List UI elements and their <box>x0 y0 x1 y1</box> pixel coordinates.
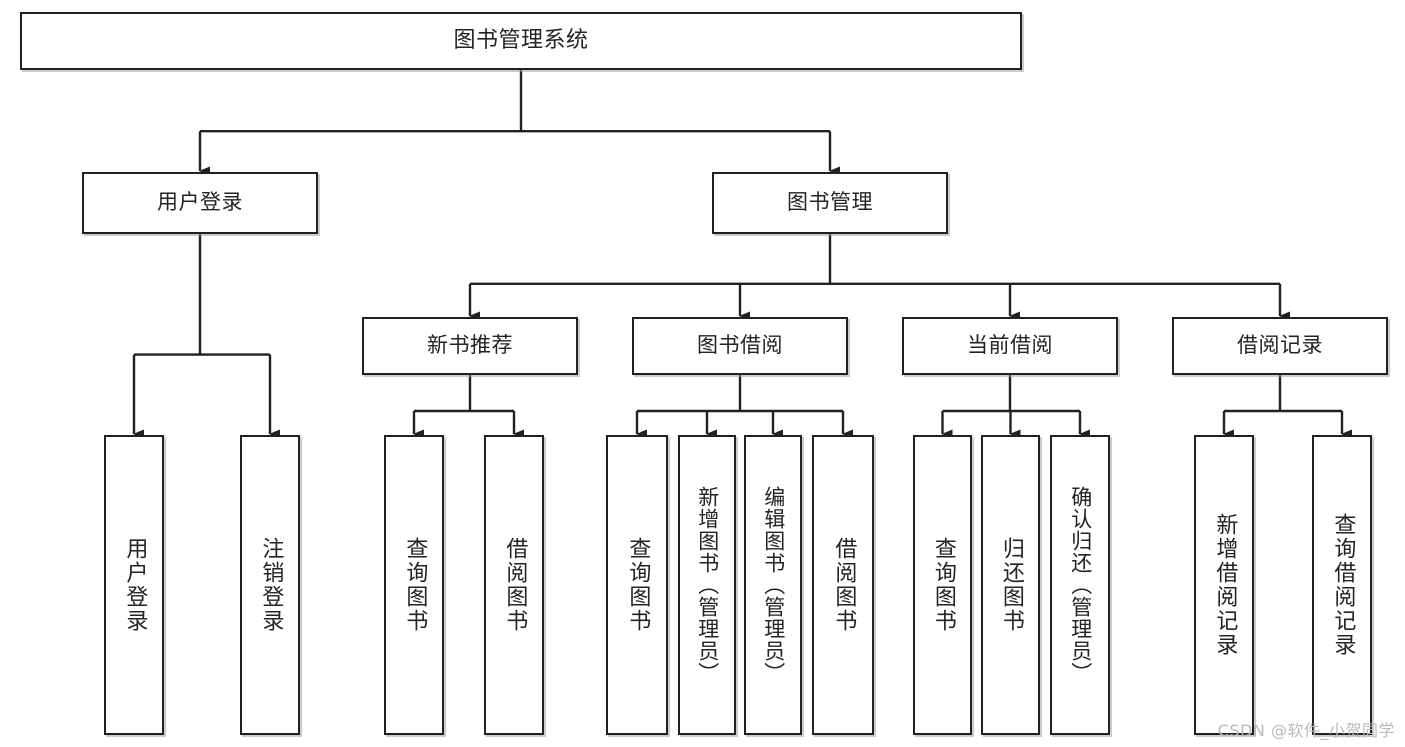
node-leaf-edit-book[interactable]: 编辑图书（管理员） <box>744 435 802 735</box>
node-label: 借阅记录 <box>1237 333 1323 358</box>
node-label: 用户登录 <box>122 537 148 633</box>
node-leaf-add-book[interactable]: 新增图书（管理员） <box>678 435 736 735</box>
node-label: 当前借阅 <box>967 333 1053 358</box>
node-label: 用户登录 <box>157 190 243 215</box>
node-label: 确认归还（管理员） <box>1068 486 1093 684</box>
node-user-login[interactable]: 用户登录 <box>82 172 318 234</box>
node-label: 图书管理 <box>787 190 873 215</box>
node-label: 编辑图书（管理员） <box>761 486 786 684</box>
node-label: 借阅图书 <box>502 537 528 633</box>
node-book-borrow[interactable]: 图书借阅 <box>632 317 848 375</box>
node-current-borrow[interactable]: 当前借阅 <box>902 317 1118 375</box>
node-leaf-query-book-2[interactable]: 查询图书 <box>606 435 668 735</box>
node-leaf-confirm-return[interactable]: 确认归还（管理员） <box>1050 435 1110 735</box>
node-new-book-rec[interactable]: 新书推荐 <box>362 317 578 375</box>
node-leaf-user-login[interactable]: 用户登录 <box>104 435 164 735</box>
node-leaf-query-book-3[interactable]: 查询图书 <box>913 435 972 735</box>
node-label: 新书推荐 <box>427 333 513 358</box>
node-label: 借阅图书 <box>831 537 857 633</box>
node-root[interactable]: 图书管理系统 <box>20 12 1022 70</box>
node-label: 图书管理系统 <box>453 27 589 53</box>
node-leaf-query-record[interactable]: 查询借阅记录 <box>1312 435 1372 735</box>
node-label: 查询借阅记录 <box>1330 513 1356 657</box>
node-label: 归还图书 <box>998 537 1024 633</box>
node-label: 注销登录 <box>258 537 284 633</box>
node-label: 查询图书 <box>625 537 651 633</box>
node-label: 查询图书 <box>930 537 956 633</box>
node-label: 查询图书 <box>402 537 428 633</box>
node-leaf-borrow-book-1[interactable]: 借阅图书 <box>484 435 544 735</box>
node-leaf-query-book-1[interactable]: 查询图书 <box>384 435 444 735</box>
node-label: 新增借阅记录 <box>1212 513 1238 657</box>
node-label: 新增图书（管理员） <box>695 486 720 684</box>
watermark-text: CSDN @软件_小贺同学 <box>1217 721 1395 740</box>
node-book-manage[interactable]: 图书管理 <box>712 172 948 234</box>
node-leaf-add-record[interactable]: 新增借阅记录 <box>1194 435 1254 735</box>
node-label: 图书借阅 <box>697 333 783 358</box>
node-leaf-return-book[interactable]: 归还图书 <box>981 435 1040 735</box>
node-borrow-record[interactable]: 借阅记录 <box>1172 317 1388 375</box>
node-leaf-logout[interactable]: 注销登录 <box>240 435 300 735</box>
node-leaf-borrow-book-2[interactable]: 借阅图书 <box>812 435 874 735</box>
